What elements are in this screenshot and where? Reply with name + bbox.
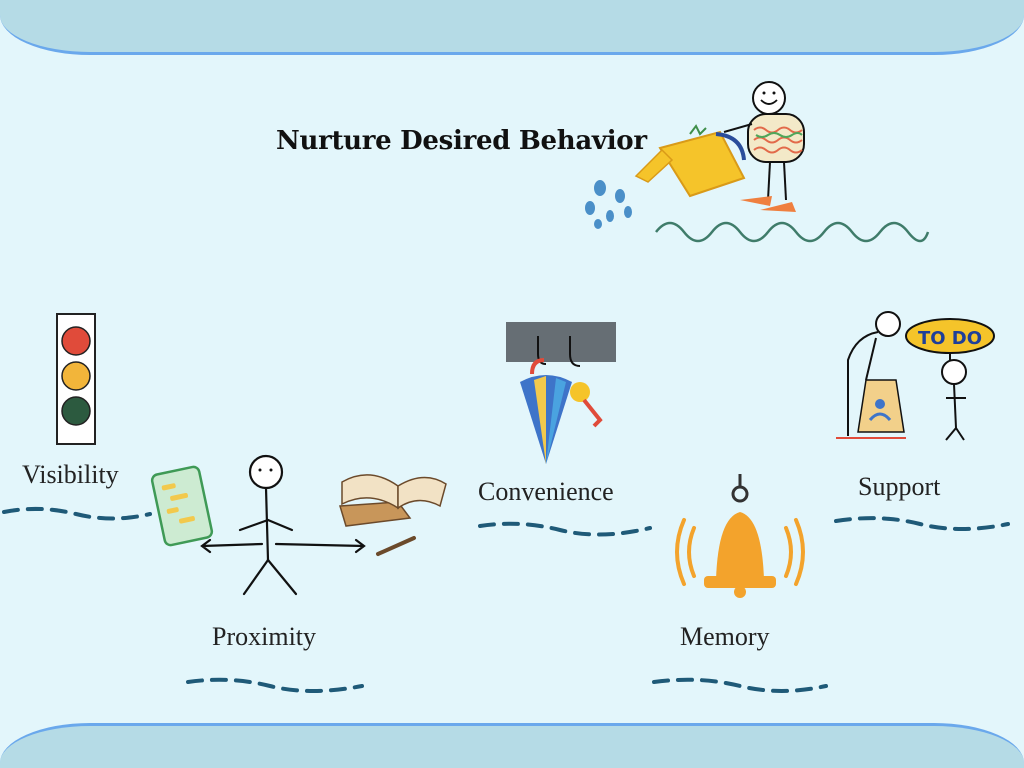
bell-icon — [675, 474, 805, 598]
hooks-umbrella-keys-icon — [506, 322, 616, 464]
wave-support — [834, 516, 1010, 531]
stick-figure-icon — [200, 454, 366, 596]
watering-can — [658, 130, 746, 198]
bottom-band — [0, 723, 1024, 768]
label-memory: Memory — [680, 622, 770, 651]
top-band — [0, 0, 1024, 55]
grass-wave — [655, 221, 930, 243]
gardener-illustration — [585, 81, 930, 243]
gardener-shoes — [740, 196, 796, 212]
traffic-light-icon — [56, 313, 96, 445]
todo-text: TO DO — [918, 328, 982, 349]
support-illustration: TO DO — [836, 311, 995, 441]
label-support: Support — [858, 472, 941, 501]
label-visibility: Visibility — [22, 460, 119, 489]
page-title: Nurture Desired Behavior — [276, 126, 647, 156]
label-convenience: Convenience — [478, 477, 614, 506]
arrow-left-icon — [200, 538, 264, 554]
phone-icon — [150, 465, 214, 547]
gardener-head — [752, 81, 786, 115]
arrow-right-icon — [274, 538, 366, 554]
wave-memory — [652, 677, 828, 693]
label-proximity: Proximity — [212, 622, 317, 651]
books-icon — [339, 474, 447, 556]
wave-proximity — [186, 677, 364, 693]
wave-convenience — [478, 521, 652, 537]
wave-visibility — [2, 506, 152, 521]
